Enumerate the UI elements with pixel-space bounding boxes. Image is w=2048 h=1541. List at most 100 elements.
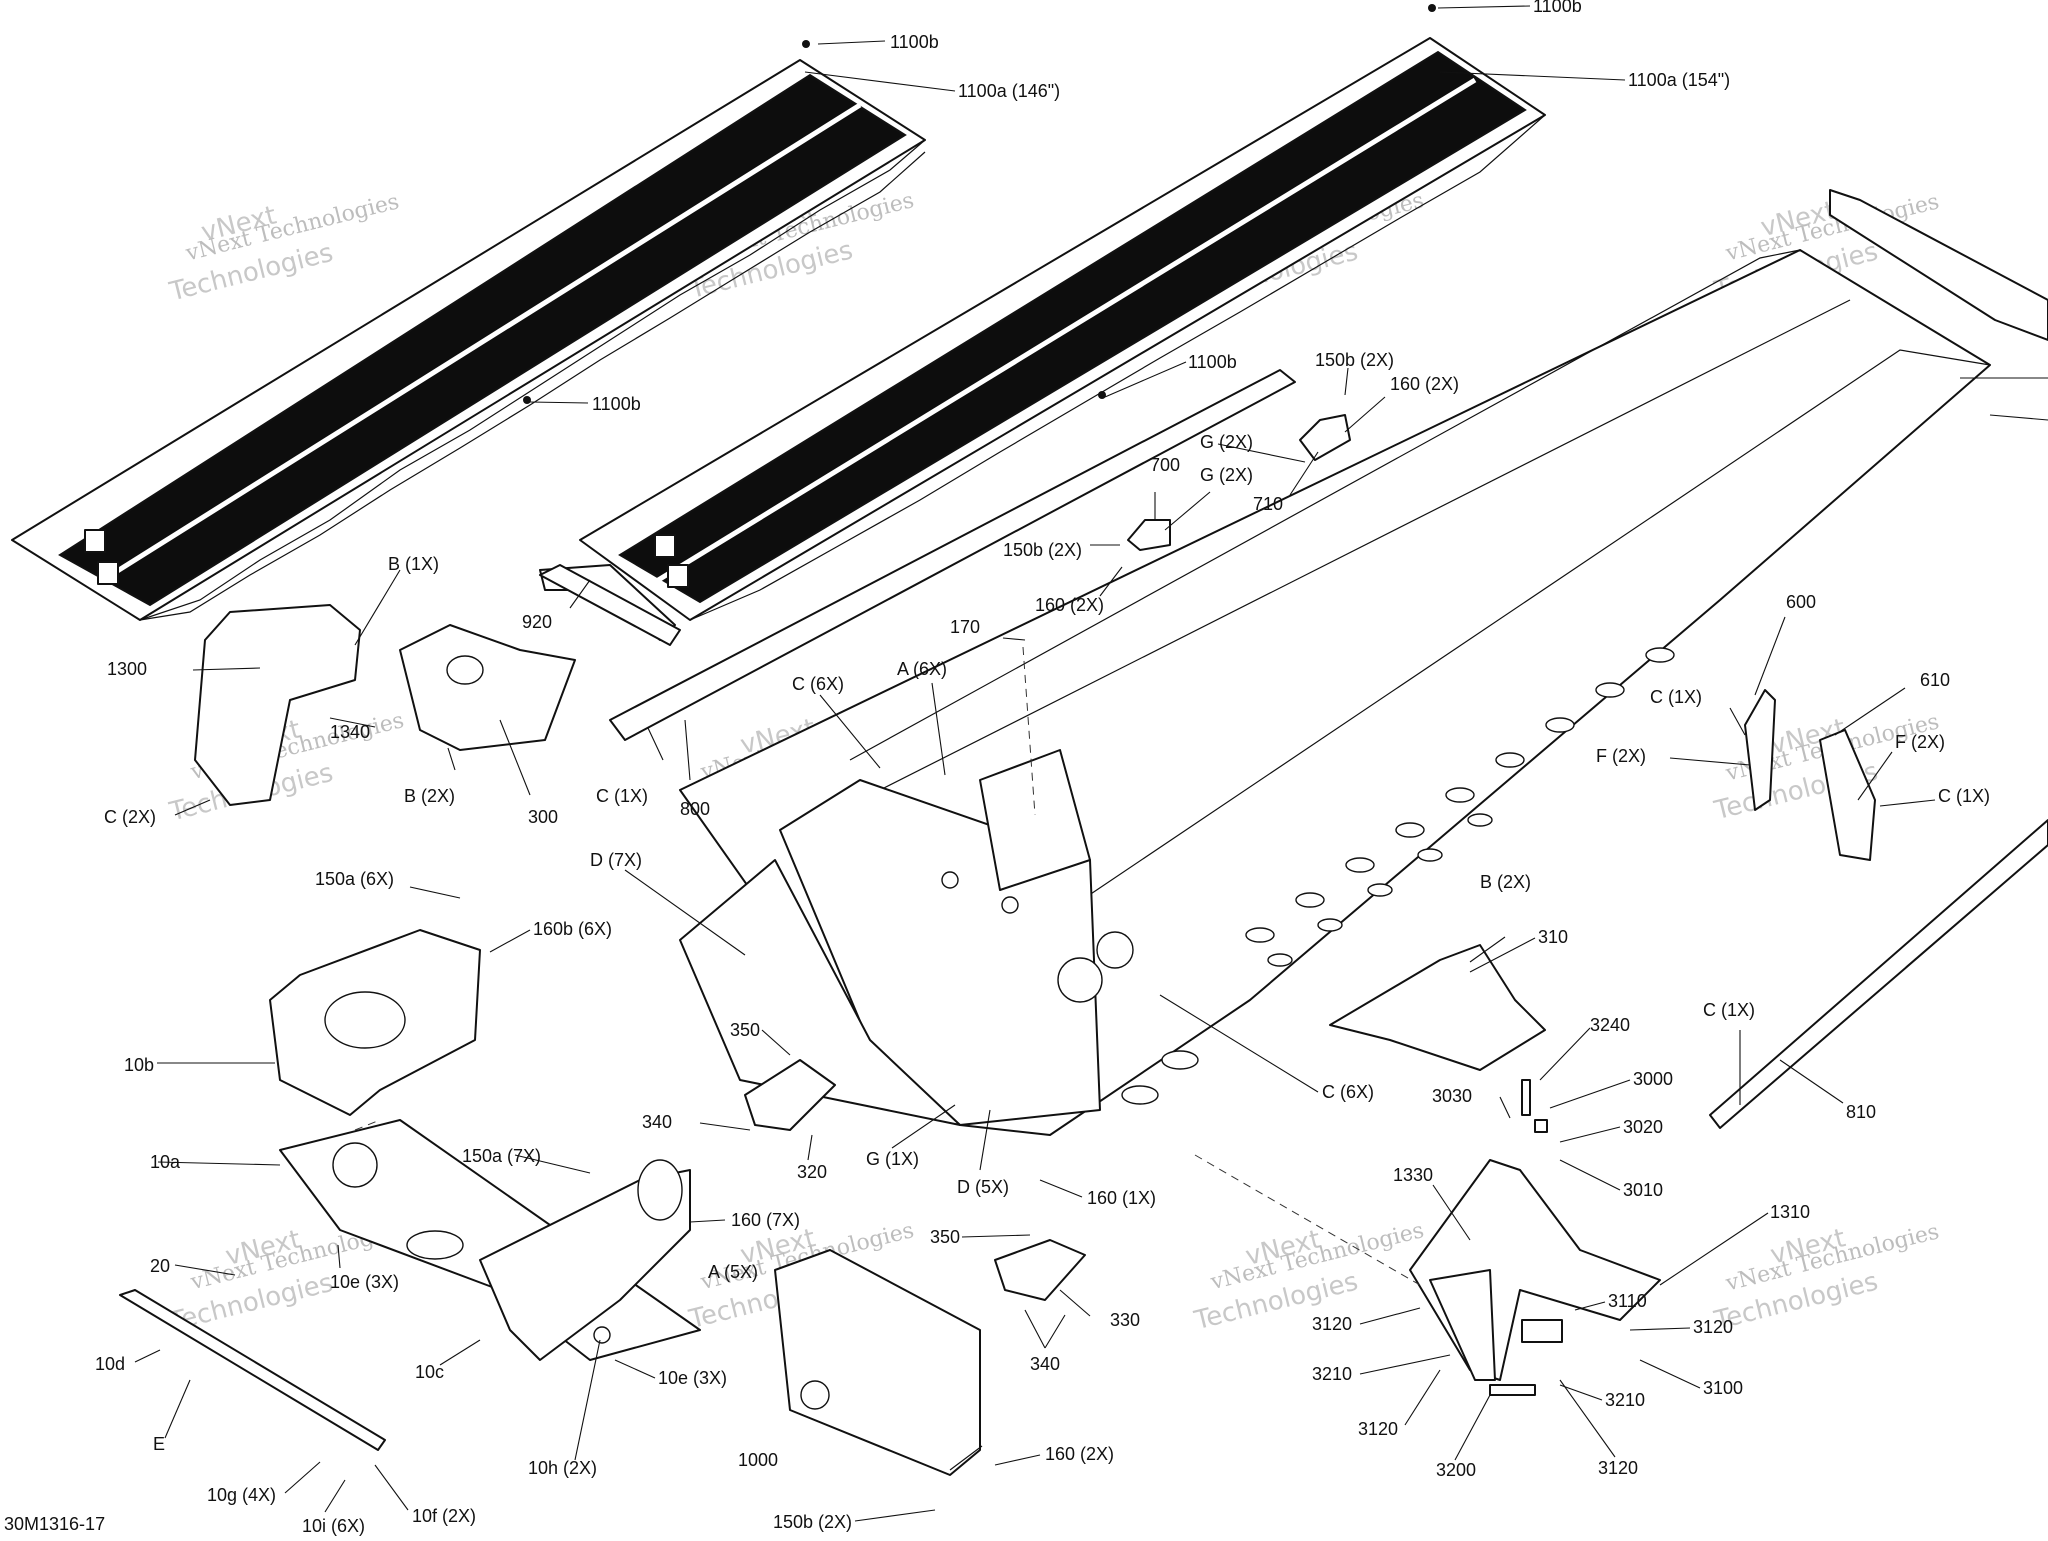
callout-label: C (1X) <box>596 786 648 806</box>
callout-label: 1000 <box>738 1450 778 1470</box>
callout-label: C (1X) <box>1703 1000 1755 1020</box>
running-board-146 <box>11 40 926 621</box>
rail-810 <box>1709 819 2048 1129</box>
callout-label: 150a (6X) <box>315 869 394 889</box>
bracket-600 <box>1744 689 1776 811</box>
callout-label: E <box>153 1434 165 1454</box>
callout-label: 10a <box>150 1152 181 1172</box>
callout-label: 3120 <box>1358 1419 1398 1439</box>
callout-label: C (6X) <box>1322 1082 1374 1102</box>
callout-label: C (6X) <box>792 674 844 694</box>
callout-label: 160 (1X) <box>1087 1188 1156 1208</box>
callout-label: 320 <box>797 1162 827 1182</box>
callout-label: F (2X) <box>1895 732 1945 752</box>
callout-label: 1100b <box>1533 0 1582 16</box>
callout-label: 920 <box>522 612 552 632</box>
callout-label: C (1X) <box>1650 687 1702 707</box>
bracket-1300 <box>194 604 361 806</box>
assembly-guides <box>354 646 1421 1286</box>
callout-label: 340 <box>1030 1354 1060 1374</box>
top-right-bracket <box>1829 189 2048 341</box>
callout-label: 810 <box>1846 1102 1876 1122</box>
rail-10d <box>119 1289 386 1451</box>
callout-labels: 1100b 1100a (146") 1100b 1100b 1100a (15… <box>95 0 1990 1536</box>
callout-label: 150b (2X) <box>773 1512 852 1532</box>
callout-label: 1340 <box>330 722 370 742</box>
callout-label: 3210 <box>1605 1390 1645 1410</box>
callout-label: 150b (2X) <box>1003 540 1082 560</box>
bracket-330 <box>994 1239 1086 1301</box>
running-board-154 <box>579 4 1546 621</box>
callout-label: 3120 <box>1598 1458 1638 1478</box>
callout-label: 1100b <box>890 32 939 52</box>
callout-label: 3240 <box>1590 1015 1630 1035</box>
callout-label: 3120 <box>1312 1314 1352 1334</box>
callout-label: 3110 <box>1608 1291 1647 1311</box>
callout-label: D (5X) <box>957 1177 1009 1197</box>
callout-label: 350 <box>930 1227 960 1247</box>
callout-label: 310 <box>1538 927 1568 947</box>
drawing-number: 30M1316-17 <box>4 1514 105 1534</box>
bracket-10b <box>269 929 481 1116</box>
callout-label: 10e (3X) <box>330 1272 399 1292</box>
bracket-1310 <box>1409 1159 1661 1381</box>
callout-label: G (2X) <box>1200 465 1253 485</box>
bracket-10c <box>479 1159 691 1361</box>
callout-label: 3030 <box>1432 1086 1472 1106</box>
callout-label: 710 <box>1253 494 1283 514</box>
callout-label: 1100a (146") <box>958 81 1060 101</box>
callout-label: 170 <box>950 617 980 637</box>
callout-label: 600 <box>1786 592 1816 612</box>
callout-label: 1330 <box>1393 1165 1433 1185</box>
bracket-320 <box>744 1059 836 1131</box>
tunnel-assembly <box>679 249 1991 1136</box>
callout-label: 800 <box>680 799 710 819</box>
callout-label: 3010 <box>1623 1180 1663 1200</box>
callout-label: 1300 <box>107 659 147 679</box>
callout-label: D (7X) <box>590 850 642 870</box>
callout-label: 160 (2X) <box>1390 374 1459 394</box>
callout-label: 3120 <box>1693 1317 1733 1337</box>
callout-label: 10b <box>124 1055 154 1075</box>
callout-label: 3100 <box>1703 1378 1743 1398</box>
callout-label: 700 <box>1150 455 1180 475</box>
callout-label: B (2X) <box>404 786 455 806</box>
callout-label: B (1X) <box>388 554 439 574</box>
callout-label: 330 <box>1110 1310 1140 1330</box>
callout-label: C (1X) <box>1938 786 1990 806</box>
callout-label: 160b (6X) <box>533 919 612 939</box>
bracket-700-710 <box>1127 414 1351 551</box>
callout-label: 3210 <box>1312 1364 1352 1384</box>
callout-label: 340 <box>642 1112 672 1132</box>
callout-label: 20 <box>150 1256 170 1276</box>
callout-label: 150a (7X) <box>462 1146 541 1166</box>
callout-label: 10g (4X) <box>207 1485 276 1505</box>
callout-label: 10f (2X) <box>412 1506 476 1526</box>
tunnel-slots <box>1121 647 1675 1105</box>
callout-label: A (5X) <box>708 1262 758 1282</box>
callout-label: 10e (3X) <box>658 1368 727 1388</box>
callout-label: 3200 <box>1436 1460 1476 1480</box>
callout-label: 3000 <box>1633 1069 1673 1089</box>
callout-label: 10d <box>95 1354 125 1374</box>
callout-label: 160 (2X) <box>1035 595 1104 615</box>
callout-label: 160 (7X) <box>731 1210 800 1230</box>
bracket-310 <box>1329 944 1546 1071</box>
callout-label: 1100b <box>592 394 641 414</box>
callout-label: 3020 <box>1623 1117 1663 1137</box>
callout-label: 300 <box>528 807 558 827</box>
callout-label: 1310 <box>1770 1202 1810 1222</box>
callout-label: B (2X) <box>1480 872 1531 892</box>
callout-label: 610 <box>1920 670 1950 690</box>
callout-label: 160 (2X) <box>1045 1444 1114 1464</box>
callout-label: 10h (2X) <box>528 1458 597 1478</box>
callout-label: 10c <box>415 1362 444 1382</box>
leader-lines <box>134 5 2048 1522</box>
bracket-920 <box>539 564 681 646</box>
callout-label: G (1X) <box>866 1149 919 1169</box>
callout-label: 1100b <box>1188 352 1237 372</box>
bracket-300 <box>399 624 576 751</box>
small-parts <box>593 1079 1563 1396</box>
